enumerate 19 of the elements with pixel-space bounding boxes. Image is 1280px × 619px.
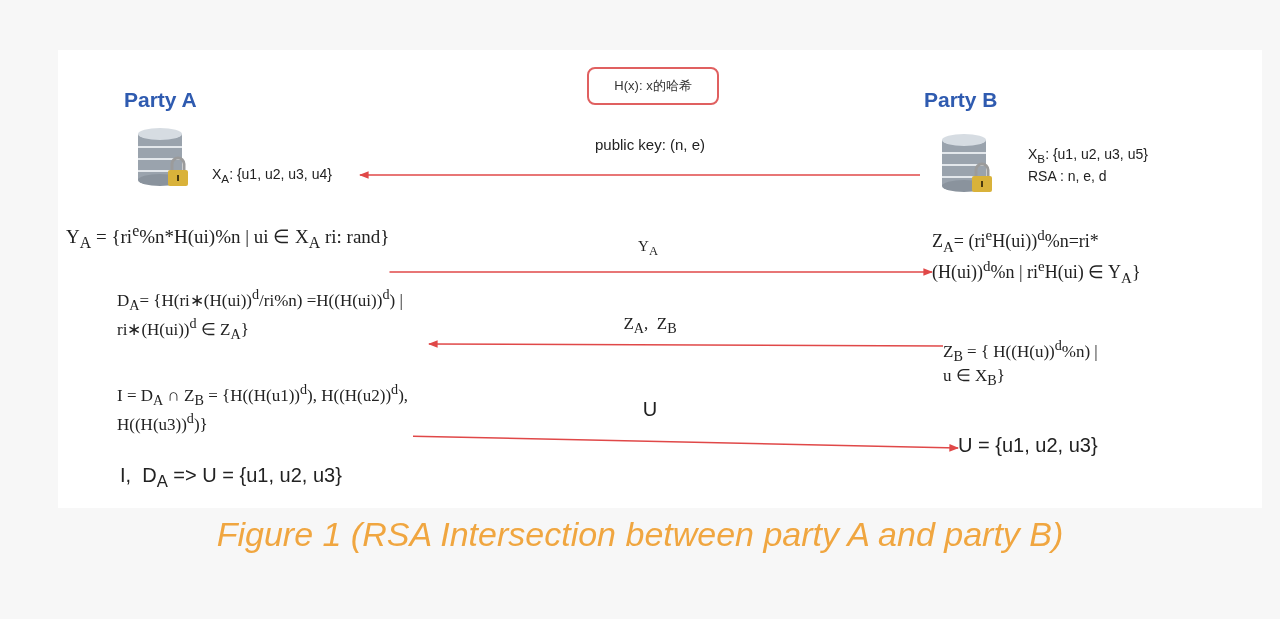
formula-text: Z$_{A}$= (ri$^{e}$H(ui))$^{d}$%n=ri*(H(ui))$^{d}$%n | ri$^{e}$H(ui) ∈ Y$_{A}$} xyxy=(932,226,1172,289)
arrow xyxy=(359,171,921,179)
set-label: RSA : n, e, d xyxy=(1028,168,1107,184)
note-box: H(x): x的哈希 xyxy=(587,67,719,105)
arrow xyxy=(412,435,959,452)
edge-label: public key: (n, e) xyxy=(595,136,705,153)
formula-text: Y$_{A}$ = {ri$^{e}$%n*H(ui)%n | ui ∈ X$_{A}$ ri: rand} xyxy=(66,222,390,272)
formula-text: Z$_{B}$ = { H((H(u))$^{d}$%n) | u ∈ X$_{B}$} xyxy=(943,336,1103,391)
formula-text: I, D$_{A}$ => U = {u1, u2, u3} xyxy=(120,462,440,493)
arrow xyxy=(428,340,944,348)
arrow xyxy=(388,268,933,276)
formula-text: I = D$_{A}$ ∩ Z$_{B}$ = {H((H(u1))$^{d}$), H((H(u2))$^{d}$), H((H(u3))$^{d}$)} xyxy=(117,380,413,437)
set-label: X$_{A}$: {u1, u2, u3, u4} xyxy=(212,166,332,185)
formula-text: U = {u1, u2, u3} xyxy=(958,434,1098,457)
formula-text: D$_{A}$= {H(ri∗(H(ui))$^{d}$/ri%n) =H((H(ui))$^{d}$) | ri∗(H(ui))$^{d}$ ∈ Z$_{A}$} xyxy=(117,285,429,344)
party-heading: Party B xyxy=(924,88,998,112)
party-heading: Party A xyxy=(124,88,197,112)
figure-caption: Figure 1 (RSA Intersection between party A and party B) xyxy=(216,515,1064,553)
set-label: X$_{B}$: {u1, u2, u3, u5} xyxy=(1028,146,1148,165)
